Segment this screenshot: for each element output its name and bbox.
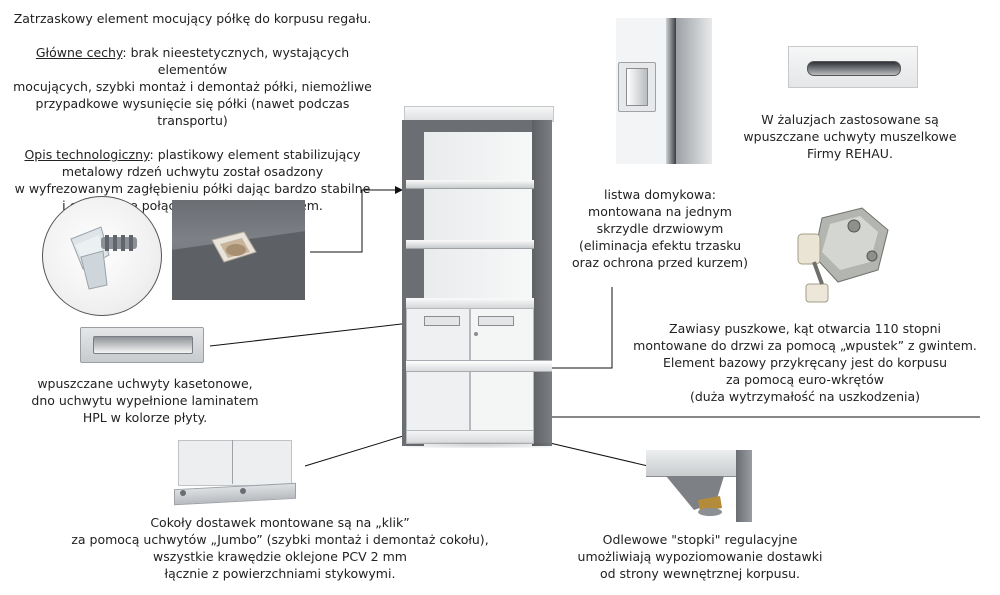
strip-line-1: listwa domykowa: (604, 187, 716, 202)
strip-line-3: skrzydle drzwiowym (596, 221, 724, 236)
shelf-clip-description: Zatrzaskowy element mocujący półkę do ko… (10, 10, 375, 214)
hinge-line-5: (duża wytrzymałość na uszkodzenia) (689, 389, 921, 404)
plinth-line-2: za pomocą uchwytów „Jumbo” (szybki monta… (71, 532, 489, 547)
strip-line-5: oraz ochrona przed kurzem) (572, 255, 748, 270)
shelf-clip-title: Zatrzaskowy element mocujący półkę do ko… (13, 11, 372, 26)
door-handle-right (478, 316, 514, 326)
hinge-icon (797, 207, 889, 303)
cassette-handle-description: wpuszczane uchwyty kasetonowe, dno uchwy… (20, 375, 270, 426)
tech-line-2: metalowy rdzeń uchwytu został osadzony (61, 164, 324, 179)
middle-shelf-line (406, 360, 552, 372)
features-line-3: przypadkowe wysunięcie się półki (nawet … (35, 96, 350, 128)
plinth-line-1: Cokoły dostawek montowane są na „klik” (150, 515, 410, 530)
shell-handle-recess (807, 61, 901, 76)
plinth-photo (170, 440, 300, 518)
hinge-line-2: montowane do drzwi za pomocą „wpustek” z… (633, 338, 977, 353)
feet-line-3: od strony wewnętrznej korpusu. (599, 566, 801, 581)
tech-line-1: Opis technologiczny: plastikowy element … (10, 146, 375, 163)
shell-line-3: Firmy REHAU. (807, 146, 893, 161)
tech-text-a: : plastikowy element stabilizujący (149, 147, 361, 162)
arrow-cassette-handle (209, 319, 411, 347)
cabinet-plinth (406, 430, 534, 444)
closing-strip-photo (616, 18, 712, 164)
door-right-lower (470, 368, 534, 432)
hinge-line-3: Element bazowy przykręcany jest do korpu… (662, 355, 948, 370)
foot-icon (666, 476, 724, 516)
cassette-line-2: dno uchwytu wypełnione laminatem (31, 393, 259, 408)
door-handle-left (424, 316, 460, 326)
cabinet-illustration (402, 106, 554, 448)
shelf-clip-photo (42, 196, 162, 316)
shell-line-2: wpuszczane uchwyty muszelkowe (743, 129, 957, 144)
hinge-line-4: za pomocą euro-wkrętów (725, 372, 885, 387)
arrow-plinth (304, 431, 414, 467)
tech-label: Opis technologiczny (24, 147, 150, 162)
cassette-line-3: HPL w kolorze płyty. (82, 410, 208, 425)
shelf-clip-icon (70, 226, 137, 290)
leveling-foot-photo (646, 450, 752, 522)
strip-line-4: (eliminacja efektu trzasku (578, 238, 742, 253)
shelf-1 (406, 180, 534, 189)
shelf-3 (406, 298, 534, 308)
cabinet-side-panel (532, 120, 552, 446)
shelf-clip-in-shelf-icon (211, 231, 257, 263)
features-line-2: mocujących, szybki montaż i demontaż pół… (13, 79, 372, 94)
hinge-photo (792, 200, 896, 308)
plinth-line-4: łącznie z powierzchniami stykowymi. (164, 566, 396, 581)
features-text-a: : brak nieestetycznych, wystających elem… (122, 45, 350, 77)
cabinet-back-panel (424, 120, 532, 308)
features-line-1: Główne cechy: brak nieestetycznych, wyst… (10, 44, 375, 78)
shell-line-1: W żaluzjach zastosowane są (761, 112, 939, 127)
hinge-description: Zawiasy puszkowe, kąt otwarcia 110 stopn… (620, 320, 990, 405)
feet-line-2: umożliwiają wypoziomowanie dostawki (577, 549, 823, 564)
shelf-clip-installed-photo (172, 200, 305, 300)
door-left-lower (406, 368, 470, 432)
cassette-handle-recess (93, 336, 193, 354)
closing-strip-description: listwa domykowa: montowana na jednym skr… (560, 186, 760, 271)
feet-line-1: Odlewowe "stopki" regulacyjne (602, 532, 798, 547)
shell-handle-photo (788, 46, 918, 88)
cassette-line-1: wpuszczane uchwyty kasetonowe, (37, 376, 253, 391)
strip-line-2: montowana na jednym (588, 204, 732, 219)
features-label: Główne cechy (35, 45, 123, 60)
door-lock (474, 332, 478, 336)
cassette-handle-photo (80, 327, 204, 363)
shell-handle-description: W żaluzjach zastosowane są wpuszczane uc… (730, 111, 970, 162)
hinge-line-1: Zawiasy puszkowe, kąt otwarcia 110 stopn… (669, 321, 941, 336)
feet-description: Odlewowe "stopki" regulacyjne umożliwiaj… (560, 531, 840, 582)
tech-line-3: w wyfrezowanym zagłębieniu półki dając b… (14, 181, 371, 196)
plinth-line-3: wszystkie krawędzie oklejone PCV 2 mm (153, 549, 407, 564)
plinth-description: Cokoły dostawek montowane są na „klik” z… (70, 514, 490, 582)
shelf-2 (406, 240, 534, 249)
